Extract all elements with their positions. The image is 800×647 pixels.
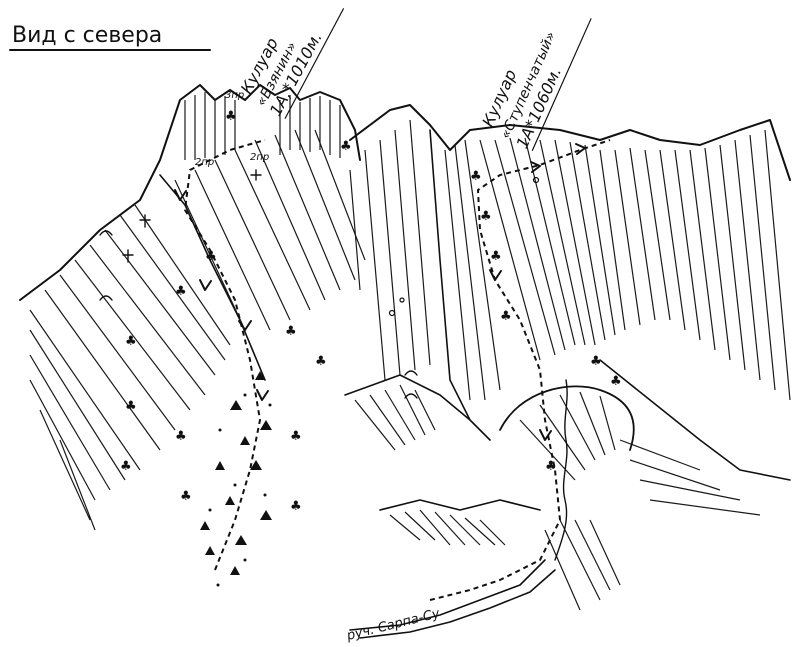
tree-symbol: ♣ (205, 249, 217, 264)
arrow-up-icon (489, 269, 502, 281)
tree-symbol: ♣ (225, 109, 237, 124)
left-ridge (19, 84, 366, 531)
tree-symbol: ♣ (285, 324, 297, 339)
arrow-up-icon (238, 320, 252, 331)
tree-symbol: ♣ (590, 354, 602, 369)
tree-symbol: ♣ (610, 374, 622, 389)
tree-symbol: ♣ (175, 429, 187, 444)
pitch-marks: 3пр 2пр 2пр (195, 90, 269, 168)
tree-symbol: ♣ (120, 459, 132, 474)
tree-symbol: ♣ (290, 429, 302, 444)
pitch-mark: 2пр (250, 152, 269, 163)
arrow-up-icon (174, 189, 187, 201)
pitch-mark: 3пр (225, 90, 244, 101)
stream (349, 379, 568, 639)
arrow-right-icon (530, 161, 541, 173)
tree-symbol: ♣ (500, 309, 512, 324)
stream-label: руч. Сарпа-Су (344, 606, 441, 644)
right-ridge (469, 119, 791, 516)
tree-symbol: ♣ (290, 499, 302, 514)
tree-symbol: ♣ (315, 354, 327, 369)
arrow-up-icon (199, 279, 212, 291)
tree-symbol: ♣ (175, 284, 187, 299)
tree-symbol: ♣ (545, 459, 557, 474)
scree-fan (200, 371, 272, 587)
arrow-up-icon (256, 389, 269, 401)
tree-symbol: ♣ (125, 334, 137, 349)
couloir-label-2: Кулуар «Ступенчатый» 1А*1060м. (478, 18, 592, 151)
stream-label-group: руч. Сарпа-Су (344, 606, 441, 644)
pitch-mark: 2пр (195, 157, 214, 168)
route-right (429, 139, 611, 601)
middle-ridge (344, 104, 501, 451)
tree-symbol: ♣ (490, 249, 502, 264)
misc-marks (99, 169, 540, 399)
tree-symbol: ♣ (340, 139, 352, 154)
lower-knob (379, 385, 635, 611)
tree-symbol: ♣ (180, 489, 192, 504)
arrow-up-icon (539, 429, 552, 441)
route-left (174, 139, 269, 571)
arrow-right-icon (575, 143, 586, 155)
tree-symbol: ♣ (470, 169, 482, 184)
tree-symbol: ♣ (125, 399, 137, 414)
vegetation: ♣ ♣ ♣ ♣ ♣ ♣ ♣ ♣ ♣ ♣ ♣ ♣ ♣ ♣ ♣ ♣ ♣ ♣ ♣ ♣ (120, 109, 622, 514)
couloir-label-1: Кулуар «Бзянин» 1А,*1010м. (237, 8, 345, 119)
tree-symbol: ♣ (480, 209, 492, 224)
page-title: Вид с севера (12, 23, 162, 48)
